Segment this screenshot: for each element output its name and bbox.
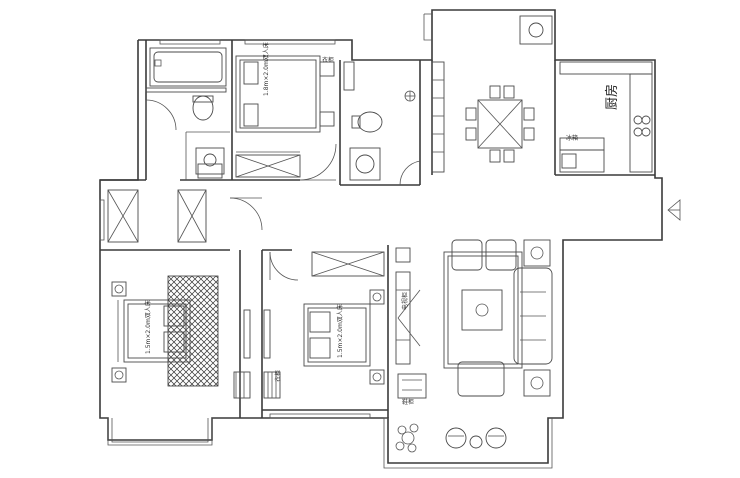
kitchen: 厨房 冰箱 xyxy=(559,61,653,173)
fridge-label: 冰箱 xyxy=(566,134,578,142)
wardrobe-label: 衣柜 xyxy=(322,56,334,64)
bedroom-second: 1.5m×2.0m双人床 衣柜 xyxy=(263,251,385,399)
second-bed-label: 1.5m×2.0m双人床 xyxy=(336,304,344,358)
windows xyxy=(99,39,371,419)
outer-walls xyxy=(99,9,663,469)
living-room: 电视柜 鞋柜 xyxy=(395,239,553,406)
kitchen-label: 厨房 xyxy=(604,84,620,110)
corridor-closets xyxy=(107,189,207,243)
master-bed-label: 1.8m×2.0m双人床 xyxy=(262,42,270,96)
wardrobe2-label: 衣柜 xyxy=(274,370,282,382)
dining-room xyxy=(431,15,553,173)
third-bed-label: 1.5m×2.0m双人床 xyxy=(144,300,152,354)
entrance-arrow-icon xyxy=(667,199,681,221)
bathroom-1 xyxy=(145,47,230,180)
bathroom-2 xyxy=(343,61,416,181)
door-swings xyxy=(145,99,421,281)
shoe-label: 鞋柜 xyxy=(402,398,414,406)
bedroom-third: 1.5m×2.0m双人床 xyxy=(111,275,251,399)
tv-label: 电视柜 xyxy=(401,292,409,310)
plant-icon xyxy=(395,423,419,453)
master-bedroom: 1.8m×2.0m双人床 衣柜 xyxy=(235,42,335,178)
balcony xyxy=(395,423,507,453)
